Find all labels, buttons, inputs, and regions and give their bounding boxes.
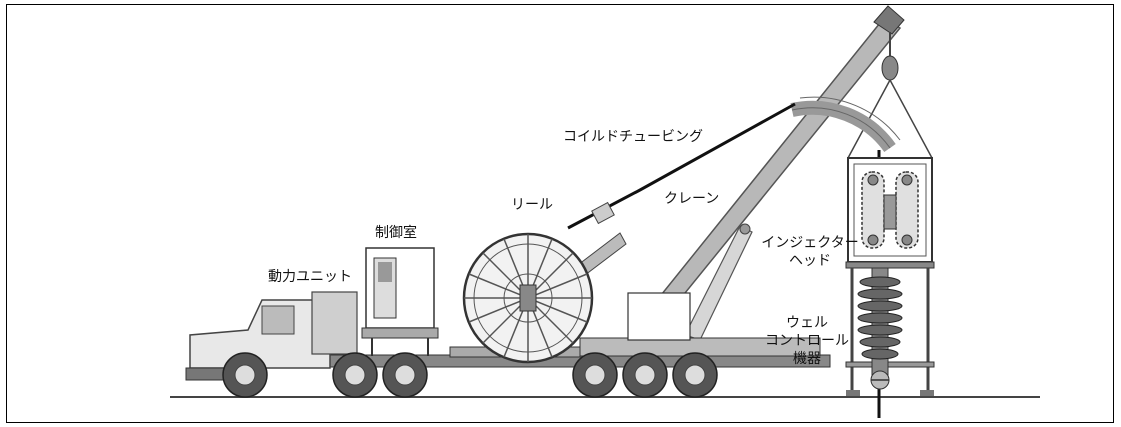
crane-boom-tip (873, 5, 905, 35)
label-well-control-line2: コントロール (765, 333, 849, 349)
crane (639, 5, 933, 341)
label-injector-head-line2: ヘッド (789, 253, 831, 269)
reel (462, 232, 594, 364)
well-control-stack (857, 267, 903, 390)
gooseneck (790, 96, 901, 153)
truck (185, 247, 439, 381)
label-well-control-line3: 機器 (793, 351, 821, 367)
label-well-control-line1: ウェル (786, 315, 828, 331)
injector-head (845, 157, 935, 396)
label-control-room: 制御室 (375, 225, 417, 241)
label-injector-head-line1: インジェクター (761, 235, 859, 251)
label-crane: クレーン (664, 191, 720, 207)
crane-hook-block (881, 55, 899, 81)
reel-hub (519, 284, 537, 312)
wheels (222, 352, 718, 398)
injector-chain-right (895, 171, 919, 249)
crane-base-box (627, 292, 691, 341)
truck-window (261, 305, 295, 335)
label-coiled-tubing: コイルドチュービング (563, 129, 703, 145)
diagram-frame (6, 4, 1114, 423)
truck-cab (189, 299, 331, 369)
label-power-unit: 動力ユニット (268, 269, 352, 285)
coiled-tubing-line (567, 102, 796, 230)
power-unit-box (311, 291, 358, 355)
label-well-control: ウェル コントロール 機器 (762, 314, 852, 368)
label-reel: リール (511, 197, 553, 213)
label-injector-head: インジェクター ヘッド (760, 234, 860, 270)
